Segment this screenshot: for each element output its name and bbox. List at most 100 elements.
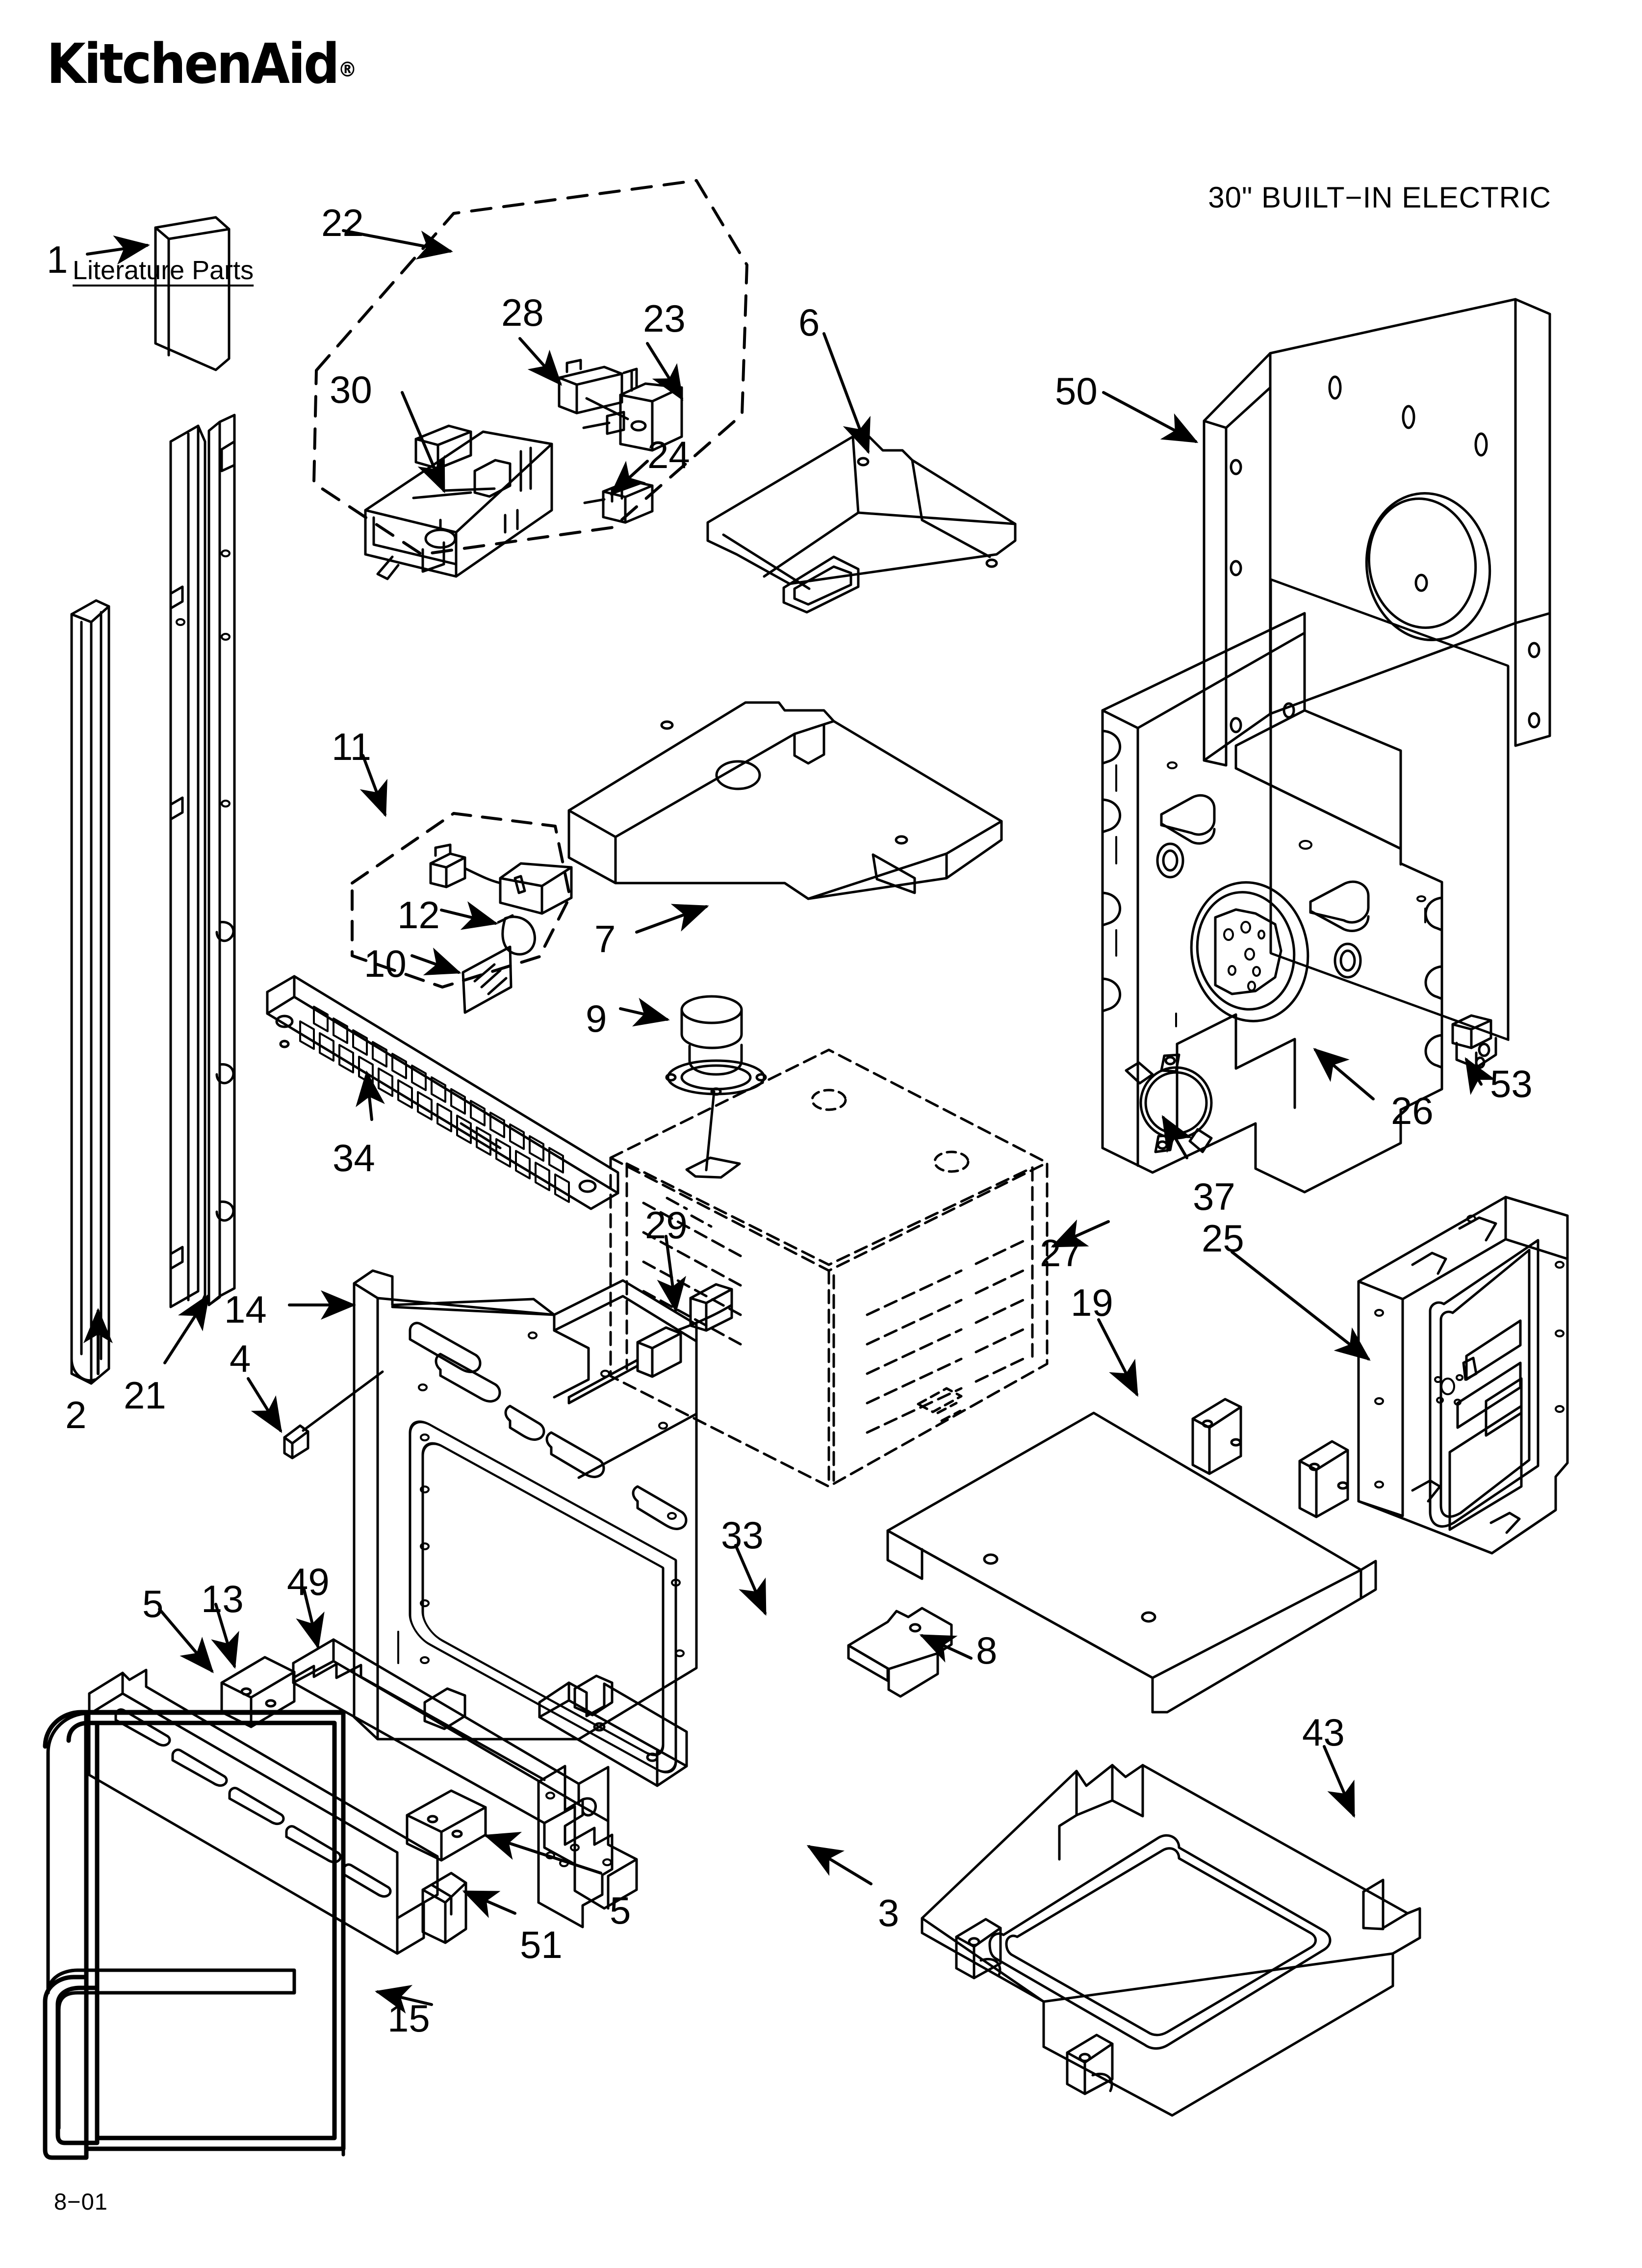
part-left-side-rail — [70, 599, 110, 1385]
callout-23: 23 — [643, 297, 686, 340]
part-bottom-shelf-panel — [886, 1398, 1377, 1714]
leader-7 — [635, 904, 709, 934]
callout-34: 34 — [333, 1136, 375, 1179]
leader-5b — [484, 1831, 602, 1875]
kitchenaid-logo: KitchenAid® — [47, 37, 357, 92]
group-boundary-22 — [312, 179, 748, 556]
part-vent-trim-louvre — [266, 975, 619, 1210]
leader-1 — [86, 235, 150, 265]
callout-1: 1 — [47, 238, 68, 281]
part-hinge-bracket — [537, 1765, 614, 1929]
part-side-mounting-rail — [169, 414, 236, 1312]
leader-33 — [734, 1544, 767, 1616]
callout-29: 29 — [645, 1203, 688, 1247]
leader-49 — [296, 1588, 325, 1649]
callout-15: 15 — [387, 1997, 430, 2040]
leader-19 — [1097, 1318, 1138, 1397]
callout-37: 37 — [1193, 1175, 1235, 1218]
part-door-screw — [283, 1370, 384, 1460]
callout-27: 27 — [1040, 1231, 1082, 1275]
part-literature-packet — [154, 216, 231, 371]
model-title: 30" BUILT−IN ELECTRIC — [1208, 181, 1551, 214]
callout-14: 14 — [224, 1288, 267, 1331]
part-door-corner-trim — [421, 1872, 467, 1944]
callout-6: 6 — [798, 301, 820, 344]
callout-53: 53 — [1490, 1062, 1533, 1105]
leader-3 — [806, 1845, 872, 1885]
part-rear-cover-panel — [1269, 578, 1510, 1041]
part-door-latch-rod — [567, 1283, 733, 1405]
leader-43 — [1323, 1745, 1355, 1818]
callout-28: 28 — [501, 291, 544, 334]
part-control-panel-bracket — [364, 424, 553, 580]
leader-27 — [1051, 1219, 1110, 1248]
part-light-lens-holder — [499, 862, 573, 915]
leader-5a — [158, 1608, 214, 1673]
callout-30: 30 — [330, 368, 372, 411]
part-rear-cover-panel-detail — [1203, 298, 1551, 767]
leader-24 — [610, 460, 649, 496]
leader-23 — [646, 342, 684, 401]
leader-25 — [1231, 1251, 1371, 1361]
callout-8: 8 — [976, 1629, 998, 1672]
part-mounting-clip — [847, 1607, 953, 1698]
part-thermal-switch — [558, 359, 629, 420]
registered-trademark-mark: ® — [338, 57, 357, 81]
leader-6 — [822, 332, 871, 454]
brand-wordmark: KitchenAid — [47, 32, 340, 96]
part-oven-top-panel — [567, 701, 1003, 900]
part-door-gasket-outline — [46, 1711, 345, 2157]
part-oven-cavity-liner — [609, 1048, 1049, 1488]
part-top-vent-shield — [706, 435, 1017, 614]
part-door-front-trim-bar — [88, 1668, 439, 1955]
leader-12 — [440, 901, 498, 930]
part-door-gasket — [43, 1710, 346, 2160]
part-light-lens — [462, 945, 513, 1014]
part-door-trim-rail — [292, 1638, 638, 1910]
callout-5-lower: 5 — [610, 1889, 631, 1932]
callout-43: 43 — [1302, 1711, 1345, 1754]
leader-8 — [919, 1634, 973, 1663]
leader-10 — [410, 947, 462, 976]
part-trim-block-lower — [406, 1789, 487, 1862]
leader-51 — [462, 1890, 516, 1918]
literature-parts-label: Literature Parts — [73, 256, 254, 285]
part-front-cross-rail — [538, 1681, 688, 1787]
callout-50: 50 — [1055, 369, 1098, 413]
group-boundary-11 — [351, 812, 571, 989]
leader-30 — [401, 391, 445, 494]
callout-9: 9 — [586, 997, 607, 1040]
callout-24: 24 — [647, 433, 690, 476]
leader-28 — [518, 337, 562, 386]
callout-13: 13 — [201, 1577, 244, 1620]
callout-4: 4 — [230, 1337, 251, 1380]
callout-11: 11 — [332, 725, 371, 768]
leader-4 — [247, 1377, 282, 1434]
leader-11 — [359, 754, 387, 817]
leader-9 — [619, 997, 670, 1027]
leader-22 — [342, 229, 453, 260]
callout-26: 26 — [1391, 1089, 1434, 1132]
callout-5-upper: 5 — [142, 1582, 164, 1625]
part-light-socket — [429, 843, 502, 888]
leader-26 — [1313, 1048, 1375, 1100]
part-light-bulb — [497, 914, 536, 956]
callout-21: 21 — [124, 1374, 166, 1417]
leader-15 — [375, 1984, 433, 2014]
part-door-inner-panel — [1357, 1196, 1569, 1555]
leader-53 — [1464, 1057, 1496, 1095]
callout-3: 3 — [878, 1891, 899, 1934]
callout-33: 33 — [721, 1513, 764, 1557]
callout-10: 10 — [364, 942, 407, 985]
callout-49: 49 — [287, 1560, 330, 1603]
part-cavity-vent-tube — [665, 995, 767, 1179]
callout-19: 19 — [1071, 1281, 1113, 1324]
leader-29 — [657, 1235, 687, 1313]
revision-code: 8−01 — [54, 2189, 108, 2215]
callout-12: 12 — [397, 893, 440, 937]
callout-7: 7 — [594, 917, 616, 961]
leader-50 — [1102, 391, 1199, 443]
leader-34 — [356, 1070, 385, 1121]
part-cavity-embossing — [811, 1089, 970, 1422]
